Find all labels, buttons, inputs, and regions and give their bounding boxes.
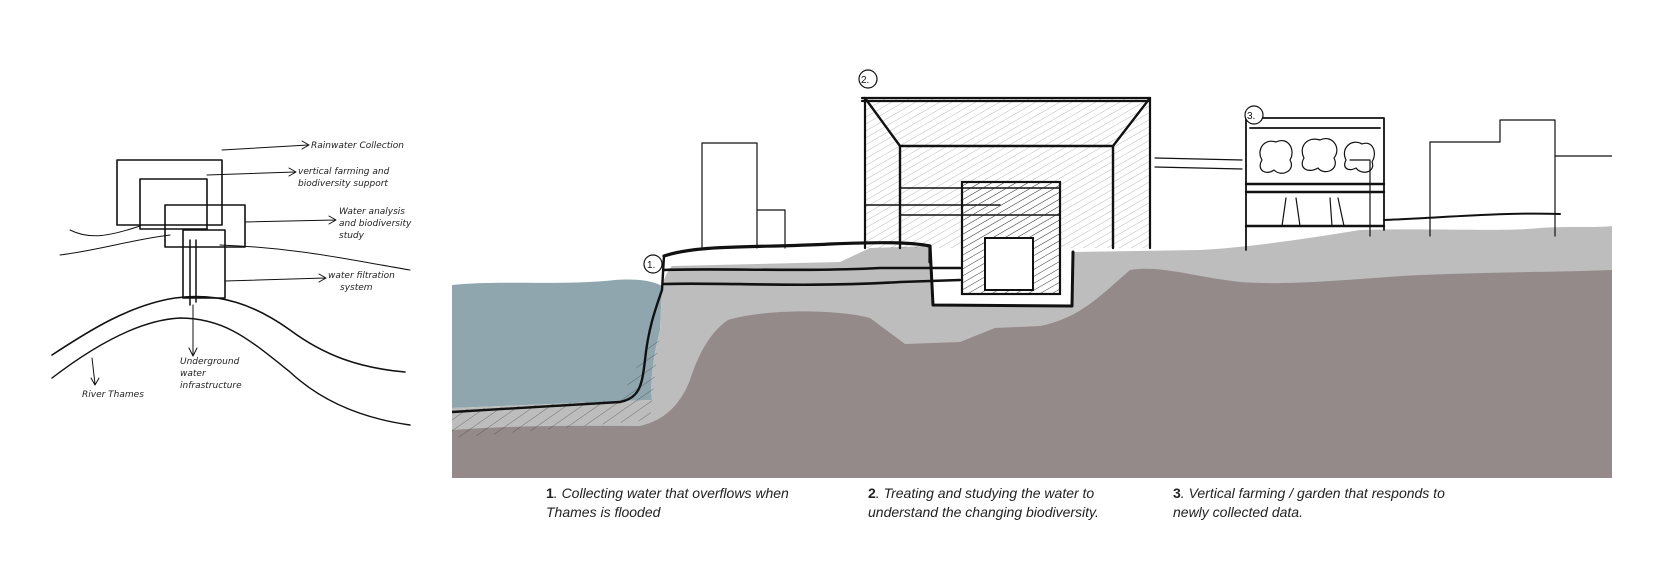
marker-1: 1.: [643, 254, 663, 274]
sketch-box-rainwater: [116, 159, 223, 226]
annotation-analysis-line1: Water analysis: [339, 207, 405, 217]
bank-hatch: [452, 330, 660, 438]
annotation-filtration: water filtration system: [328, 271, 398, 293]
building-1-deck: [662, 241, 932, 264]
annotation-rainwater: Rainwater Collection: [311, 141, 404, 151]
sketch-box-analysis: [164, 204, 246, 248]
annotation-analysis-line3: study: [339, 231, 365, 241]
annotation-underground-line2: water: [180, 369, 207, 379]
leader-rainwater: [221, 140, 310, 151]
sketch-box-filtration: [182, 229, 226, 299]
background-buildings: [701, 119, 1612, 249]
building-2-core-inner: [984, 237, 1034, 291]
bank-edge: [452, 254, 666, 414]
annotation-underground-line3: infrastructure: [180, 381, 242, 391]
bridge-link: [1383, 212, 1561, 221]
sketch-box-vertical: [139, 178, 208, 230]
annotation-vertical-line2: biodiversity support: [298, 179, 388, 189]
tree-icon: [1259, 138, 1375, 227]
building-2-treatment: [860, 96, 1152, 308]
caption-3: 3. Vertical farming / garden that respon…: [1173, 484, 1463, 522]
building-2-basement: [928, 244, 1075, 308]
annotation-underground: Underground water infrastructure: [180, 357, 242, 391]
caption-1-number: 1: [546, 485, 554, 501]
leader-river: [90, 357, 100, 386]
marker-2-label: 2.: [861, 75, 869, 86]
caption-2-text: . Treating and studying the water to und…: [868, 485, 1099, 520]
leader-underground: [188, 304, 198, 357]
caption-2: 2. Treating and studying the water to un…: [868, 484, 1158, 522]
faint-road-line: [59, 225, 411, 271]
section-drawing: 1. 2. 3.: [452, 69, 1612, 478]
annotation-underground-line1: Underground: [180, 357, 240, 367]
river-bank-upper: [51, 295, 406, 373]
annotation-vertical: vertical farming and biodiversity suppor…: [298, 167, 392, 189]
marker-3-label: 3.: [1247, 111, 1255, 122]
annotation-vertical-line1: vertical farming and: [298, 167, 390, 177]
annotation-filtration-line2: system: [340, 283, 373, 293]
building-2-inner-frame: [863, 96, 1152, 250]
building-3-floors: [1244, 182, 1386, 228]
annotation-river: River Thames: [82, 390, 144, 400]
sketch-stem: [189, 239, 197, 306]
caption-3-number: 3: [1173, 485, 1181, 501]
leader-filtration: [224, 273, 327, 283]
river-bank-lower: [51, 317, 411, 426]
marker-2: 2.: [858, 69, 878, 89]
caption-2-number: 2: [868, 485, 876, 501]
caption-3-text: . Vertical farming / garden that respond…: [1173, 485, 1445, 520]
building-1-collection: [452, 241, 962, 414]
marker-3: 3.: [1244, 105, 1264, 125]
caption-1: 1. Collecting water that overflows when …: [546, 484, 836, 522]
concept-sketch: Rainwater Collection vertical farming an…: [51, 140, 414, 426]
annotation-analysis-line2: and biodiversity: [339, 219, 412, 229]
annotation-filtration-line1: water filtration: [328, 271, 395, 281]
annotation-analysis: Water analysis and biodiversity study: [339, 207, 414, 241]
leader-analysis: [244, 215, 337, 225]
caption-1-text: . Collecting water that overflows when T…: [546, 485, 789, 520]
leader-vertical: [206, 167, 297, 177]
marker-1-label: 1.: [647, 260, 655, 271]
river-water: [452, 279, 662, 408]
ground-dark-layer: [452, 268, 1612, 478]
building-3-vertical-farm: [1244, 117, 1561, 251]
building-1-channel: [662, 266, 962, 287]
